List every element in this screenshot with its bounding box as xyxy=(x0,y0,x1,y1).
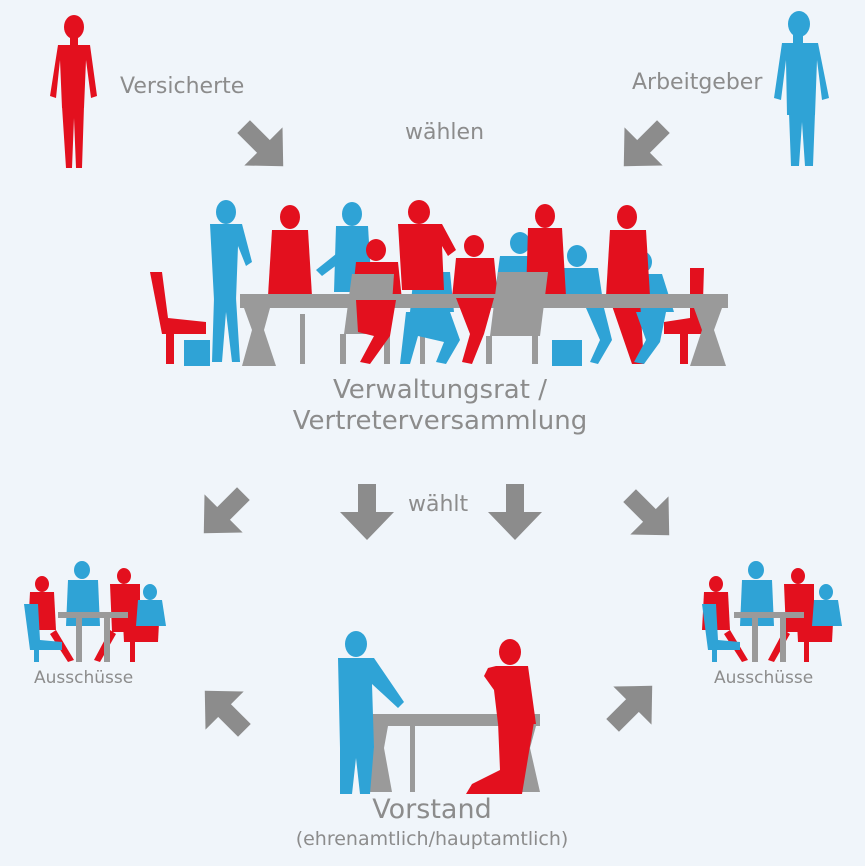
elects-label: wählt xyxy=(408,492,469,517)
arrow-icon xyxy=(610,476,689,555)
committee-left-icon xyxy=(24,561,166,662)
committees-right-label: Ausschüsse xyxy=(714,668,814,688)
board-subtitle: (ehrenamtlich/hauptamtlich) xyxy=(295,828,569,850)
employer-label: Arbeitgeber xyxy=(632,70,763,95)
arrow-icon xyxy=(224,107,303,186)
insured-person-icon xyxy=(50,15,97,168)
arrow-icon xyxy=(593,666,672,745)
committee-right-icon xyxy=(702,561,842,662)
board-label: Vorstand xyxy=(372,794,492,825)
council-label-line1: Verwaltungsrat / xyxy=(333,375,547,405)
elect-label: wählen xyxy=(405,120,485,145)
council-label: Verwaltungsrat / Vertreterversammlung xyxy=(282,375,598,437)
employer-person-icon xyxy=(774,11,829,166)
council-label-line2: Vertreterversammlung xyxy=(292,406,588,436)
committees-left-label: Ausschüsse xyxy=(34,668,134,688)
arrow-icon xyxy=(488,484,542,540)
arrow-icon xyxy=(340,484,394,540)
arrow-icon xyxy=(184,474,263,553)
arrow-icon xyxy=(604,107,683,186)
board-meeting-icon xyxy=(338,631,540,794)
council-meeting-icon xyxy=(150,200,728,366)
arrow-icon xyxy=(185,671,264,750)
insured-label: Versicherte xyxy=(120,74,245,99)
